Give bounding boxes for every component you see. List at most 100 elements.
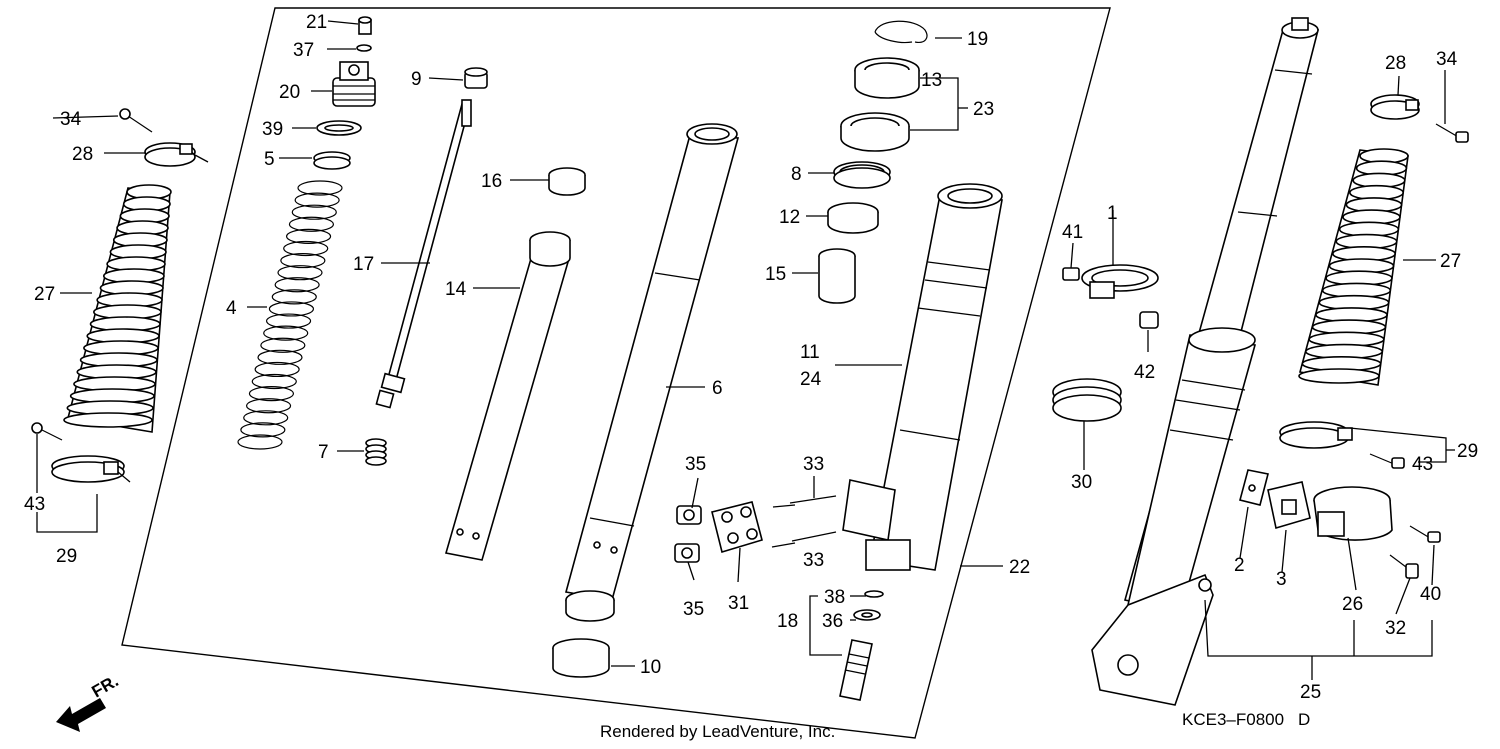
clamp-29-right[interactable] — [1279, 421, 1353, 449]
bolt-43-left[interactable] — [31, 422, 63, 441]
washer-36[interactable] — [853, 609, 881, 621]
bolt-43-right[interactable] — [1369, 453, 1405, 469]
fork-spring-4[interactable] — [237, 180, 343, 450]
brake-hose-clamp-26[interactable] — [1313, 486, 1393, 541]
fork-assembly-25[interactable] — [1091, 17, 1320, 706]
spring-coil — [271, 289, 317, 305]
callout-29-left: 29 — [56, 546, 77, 567]
callout-21: 21 — [306, 12, 327, 33]
nut-35-lower[interactable] — [674, 543, 700, 563]
spring-coil — [288, 216, 335, 232]
callout-34-left: 34 — [60, 109, 82, 130]
axle-holder-31[interactable] — [711, 501, 763, 554]
slide-bushing-10[interactable] — [552, 638, 610, 678]
callout-11: 11 — [800, 342, 820, 363]
callout-10: 10 — [640, 657, 661, 678]
spring-coil — [237, 434, 283, 450]
piston-ring-16[interactable] — [548, 167, 586, 196]
exploded-view-frame — [121, 7, 1111, 739]
bolt-40[interactable] — [1409, 525, 1441, 543]
spring-coil — [254, 361, 300, 378]
callout-36: 36 — [822, 611, 843, 632]
callout-7: 7 — [318, 442, 329, 463]
callout-15: 15 — [765, 264, 786, 285]
clamp-29-left[interactable] — [51, 455, 131, 483]
stop-ring-19[interactable] — [874, 20, 928, 44]
callout-39: 39 — [262, 119, 283, 140]
spring-coil — [240, 422, 286, 438]
diagram-code: KCE3–F0800 — [1182, 710, 1284, 729]
bracket-3[interactable] — [1267, 481, 1311, 530]
nut-42[interactable] — [1139, 311, 1159, 329]
callout-26: 26 — [1342, 594, 1363, 615]
spring-coil — [263, 325, 309, 341]
bolt-32[interactable] — [1389, 554, 1419, 579]
nut-35-upper[interactable] — [676, 505, 702, 525]
callout-8: 8 — [791, 164, 802, 185]
bolt-41[interactable] — [1062, 267, 1080, 281]
back-up-ring-8[interactable] — [833, 161, 891, 189]
rebound-spring-7[interactable] — [365, 438, 387, 466]
callout-42: 42 — [1134, 362, 1155, 383]
fork-boot-27-right[interactable] — [1298, 148, 1409, 386]
washer-39[interactable] — [316, 120, 362, 136]
lock-nut-9[interactable] — [464, 67, 488, 89]
spring-coil — [285, 228, 332, 244]
spring-coil — [243, 410, 289, 426]
inner-fork-tube-6[interactable] — [564, 123, 740, 622]
callout-35-lower: 35 — [683, 599, 704, 620]
clamp-28-right[interactable] — [1370, 94, 1420, 120]
damper-rod-17[interactable] — [375, 99, 472, 409]
bracket-2[interactable] — [1239, 469, 1269, 506]
stud-33-upper[interactable] — [789, 495, 837, 504]
callout-43-right: 43 — [1412, 454, 1433, 475]
spacer-5[interactable] — [313, 151, 351, 170]
callout-33-upper: 33 — [803, 454, 824, 475]
outer-fork-slider-11[interactable] — [842, 183, 1003, 571]
callout-16: 16 — [481, 171, 502, 192]
spring-coil — [251, 373, 297, 390]
callout-25: 25 — [1300, 682, 1321, 703]
callout-14: 14 — [445, 279, 467, 300]
callout-33-lower: 33 — [803, 550, 824, 571]
callout-19: 19 — [967, 29, 988, 50]
callout-17: 17 — [353, 254, 374, 275]
boot-rib — [63, 412, 153, 428]
oil-seal-23[interactable] — [840, 112, 910, 152]
clamp-28-left[interactable] — [144, 142, 209, 167]
bolt-34-right[interactable] — [1435, 123, 1469, 143]
fork-piece-14[interactable] — [444, 231, 571, 561]
leader-lines — [36, 20, 1455, 680]
spring-coil — [260, 337, 306, 353]
fork-boot-27-left[interactable] — [63, 184, 172, 433]
callout-labels: 21 37 20 39 5 4 9 17 7 16 14 6 10 19 13 … — [24, 12, 1478, 703]
boot-guide-30[interactable] — [1052, 378, 1122, 422]
spring-coil — [277, 265, 323, 281]
boot-guide-1[interactable] — [1081, 264, 1159, 299]
stud-33-lower[interactable] — [791, 531, 837, 542]
spring-coil — [257, 349, 303, 365]
callout-38-label: 38 — [824, 587, 845, 608]
boot-rib — [1298, 368, 1380, 384]
center-bolt-18[interactable] — [839, 639, 873, 701]
fork-cap-20[interactable] — [332, 61, 376, 107]
bolt-34-left[interactable] — [119, 108, 153, 133]
callout-5: 5 — [264, 149, 275, 170]
callout-32: 32 — [1385, 618, 1406, 639]
callout-4: 4 — [226, 298, 237, 319]
spring-coil — [265, 313, 312, 329]
oil-lock-piece-15[interactable] — [818, 248, 856, 304]
callout-35-upper: 35 — [685, 454, 706, 475]
callout-34-right: 34 — [1436, 49, 1458, 70]
callout-43-left: 43 — [24, 494, 45, 515]
dust-seal-13[interactable] — [854, 57, 920, 99]
spring-coil — [291, 204, 337, 220]
o-ring-38[interactable] — [864, 590, 884, 598]
o-ring-37[interactable] — [356, 44, 372, 52]
callout-30: 30 — [1071, 472, 1092, 493]
callout-23: 23 — [973, 99, 994, 120]
front-direction-label: FR. — [89, 671, 122, 701]
cap-bolt-21[interactable] — [358, 16, 372, 35]
callout-28-right: 28 — [1385, 53, 1406, 74]
guide-bushing-12[interactable] — [827, 202, 879, 234]
